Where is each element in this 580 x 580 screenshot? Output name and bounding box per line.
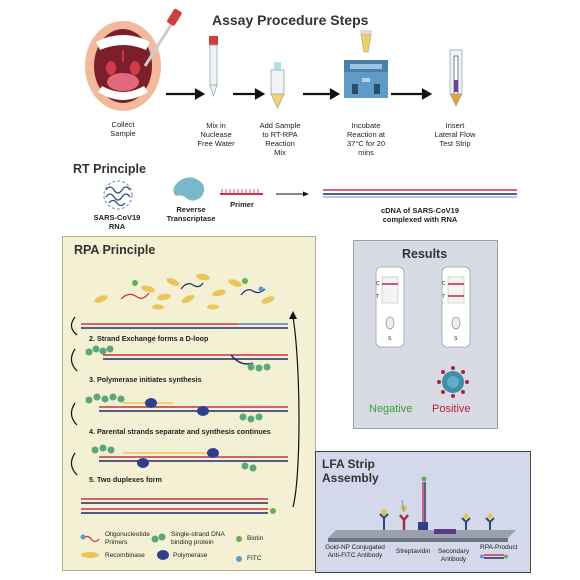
negative-t-mark: T	[376, 294, 380, 300]
secondary-antibody-label: Secondary Antibody	[438, 548, 470, 563]
assay-procedure-illustration	[85, 8, 517, 210]
incubator-icon	[344, 30, 388, 98]
streptavidin-label: Streptavidin	[396, 548, 431, 555]
rt-arrow	[276, 191, 309, 197]
positive-c-mark: C	[442, 281, 446, 287]
rpa-step-5: 5. Two duplexes form	[89, 475, 162, 484]
lfa-strip-title: LFA Strip Assembly	[322, 457, 379, 485]
step-label-mix: Mix in Nuclease Free Water	[197, 121, 235, 148]
step-label-collect: Collect Sample	[110, 120, 136, 138]
step-label-incubate: Incubate Reaction at 37°C for 20 mins	[346, 121, 386, 157]
ssb-proteins-row-3	[85, 393, 263, 423]
legend-oligo-label: Oligonucleotide Primers	[105, 531, 150, 546]
primer-icon	[220, 189, 263, 195]
open-mouth-icon	[85, 21, 161, 111]
rpa-illustration	[70, 273, 300, 562]
rpa-step-2: 2. Strand Exchange forms a D-loop	[89, 334, 209, 343]
lfa-strip-panel: LFA Strip Assembly	[315, 451, 531, 573]
test-cassettes	[375, 266, 471, 398]
negative-c-mark: C	[376, 281, 380, 287]
legend-recombinase-label: Recombinase	[105, 552, 145, 559]
duplex-row-3	[99, 402, 288, 412]
secondary-antibody-icon	[399, 499, 409, 530]
legend-biotin-label: Biotin	[247, 535, 264, 542]
tube-icon	[209, 36, 218, 98]
assay-procedure-title: Assay Procedure Steps	[212, 12, 369, 28]
step-label-add-sample: Add Sample to RT-RPA Reaction Mix	[259, 121, 301, 157]
duplex-row-1	[81, 323, 288, 329]
step-label-insert-strip: Insert Lateral Flow Test Strip	[434, 121, 476, 148]
rpa-step-4: 4. Parental strands separate and synthes…	[89, 427, 271, 436]
negative-cassette	[375, 266, 405, 348]
polymerase-row-4	[137, 448, 219, 468]
streptavidin-icon	[418, 476, 428, 530]
reverse-transcriptase-icon	[173, 177, 205, 201]
positive-s-mark: S	[454, 336, 458, 342]
recombinase-cluster	[94, 273, 275, 310]
legend-polymerase-label: Polymerase	[173, 552, 208, 559]
rpa-step-3: 3. Polymerase initiates synthesis	[89, 375, 202, 384]
legend-ssb-label: Single-strand DNA binding protein	[171, 531, 225, 546]
duplex-row-4	[99, 452, 288, 462]
reverse-transcriptase-label: Reverse Transcriptase	[166, 205, 216, 223]
lfa-strip-illustration	[328, 476, 516, 559]
primer-strands	[120, 282, 266, 300]
ssb-proteins-row-4	[91, 444, 257, 472]
reaction-tube-icon	[270, 62, 285, 109]
test-strip-tube-icon	[449, 49, 463, 107]
cdna-duplex-icon	[323, 189, 517, 198]
negative-s-mark: S	[388, 336, 392, 342]
duplex-row-2	[103, 354, 288, 365]
positive-t-mark: T	[442, 294, 446, 300]
polymerase-row-3	[145, 398, 209, 416]
gold-np-label: Gold-NP Conjugated Anti-FITC Antibody	[325, 544, 385, 559]
cycle-arrows	[70, 311, 300, 508]
gold-antibody-icon	[379, 509, 389, 530]
positive-cassette	[441, 266, 471, 348]
coronavirus-icon	[437, 366, 469, 398]
rpa-product-icon	[461, 513, 508, 559]
duplex-row-5	[81, 498, 276, 514]
virus-rna-label: SARS-CoV19 RNA	[93, 213, 141, 231]
rpa-principle-title: RPA Principle	[74, 243, 156, 257]
rpa-product-label: RPA-Product	[480, 544, 518, 551]
ssb-proteins-row-2	[85, 345, 271, 372]
virus-rna-icon	[103, 180, 133, 210]
results-panel: Results C T S C T S Negative Positive	[353, 240, 498, 429]
cdna-label: cDNA of SARS-CoV19 complexed with RNA	[380, 206, 460, 224]
negative-label: Negative	[369, 403, 413, 415]
results-title: Results	[402, 247, 448, 261]
primer-label: Primer	[230, 200, 254, 209]
swab-icon	[143, 8, 182, 67]
positive-label: Positive	[432, 403, 471, 415]
rt-principle-title: RT Principle	[73, 162, 146, 176]
rpa-principle-panel: RPA Principle	[62, 236, 316, 571]
legend-fitc-label: FITC	[247, 555, 262, 562]
biotin-dots	[132, 278, 264, 292]
step-arrows	[166, 88, 433, 100]
legend-icons	[80, 533, 242, 562]
